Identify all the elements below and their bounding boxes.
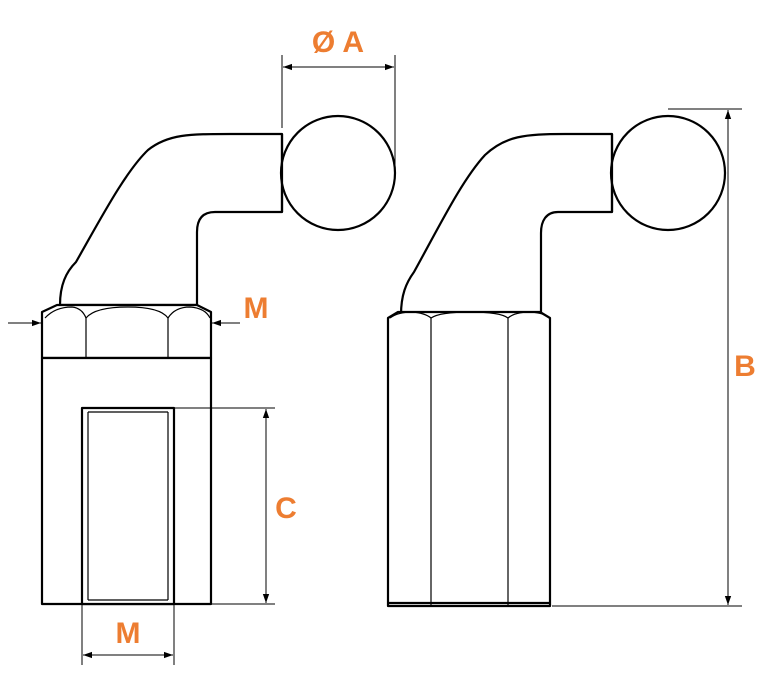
left-view	[40, 114, 397, 606]
left-hex-nut	[40, 303, 213, 360]
depth-c-label: C	[275, 492, 297, 525]
right-hex-body	[386, 310, 552, 608]
thread-m-bottom-label: M	[116, 617, 141, 650]
left-stem	[58, 132, 284, 307]
dimension-a: Ø A	[281, 26, 396, 165]
diameter-a-label: Ø A	[312, 26, 364, 59]
dimension-b: B	[552, 108, 756, 607]
right-ball	[609, 114, 727, 232]
right-view	[386, 114, 727, 608]
height-b-label: B	[734, 350, 756, 383]
dimension-c: C	[174, 407, 297, 605]
threaded-bore	[80, 406, 176, 606]
dimension-m-bottom: M	[81, 605, 175, 665]
right-stem	[399, 132, 614, 317]
dimension-m-top: M	[8, 292, 269, 327]
left-ball	[279, 114, 397, 232]
thread-m-top-label: M	[244, 292, 269, 325]
